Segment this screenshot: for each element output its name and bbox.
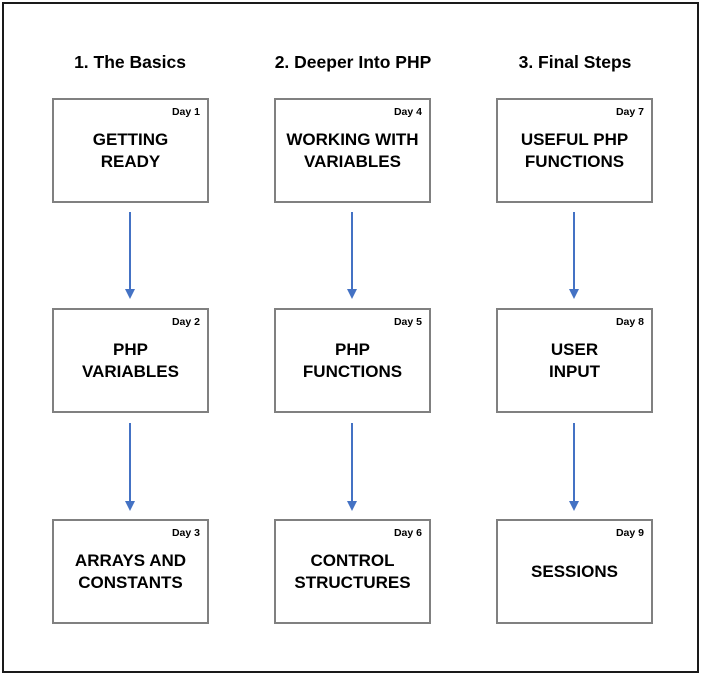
step-box-day-9: Day 9 SESSIONS bbox=[496, 519, 653, 624]
step-label: PHP FUNCTIONS bbox=[302, 339, 403, 381]
day-label: Day 8 bbox=[615, 316, 644, 328]
day-label: Day 4 bbox=[393, 106, 422, 118]
step-label: WORKING WITH VARIABLES bbox=[286, 129, 419, 171]
column-title-basics: 1. The Basics bbox=[74, 52, 186, 72]
step-box-day-3: Day 3 ARRAYS AND CONSTANTS bbox=[52, 519, 209, 624]
step-label: USER INPUT bbox=[549, 339, 600, 381]
step-box-day-8: Day 8 USER INPUT bbox=[496, 308, 653, 413]
step-box-day-5: Day 5 PHP FUNCTIONS bbox=[274, 308, 431, 413]
arrow-head-icon bbox=[569, 501, 579, 511]
day-label: Day 1 bbox=[171, 106, 200, 118]
column-title-deeper: 2. Deeper Into PHP bbox=[274, 52, 432, 72]
step-box-day-6: Day 6 CONTROL STRUCTURES bbox=[274, 519, 431, 624]
arrow-head-icon bbox=[569, 289, 579, 299]
step-label: USEFUL PHP FUNCTIONS bbox=[520, 129, 629, 171]
step-box-day-1: Day 1 GETTING READY bbox=[52, 98, 209, 203]
step-label: SESSIONS bbox=[531, 561, 618, 581]
arrow-head-icon bbox=[347, 289, 357, 299]
step-box-day-4: Day 4 WORKING WITH VARIABLES bbox=[274, 98, 431, 203]
arrow-head-icon bbox=[125, 501, 135, 511]
step-label: GETTING READY bbox=[92, 129, 169, 171]
day-label: Day 9 bbox=[615, 527, 644, 539]
arrow-head-icon bbox=[125, 289, 135, 299]
step-box-day-7: Day 7 USEFUL PHP FUNCTIONS bbox=[496, 98, 653, 203]
step-label: CONTROL STRUCTURES bbox=[294, 550, 411, 592]
step-box-day-2: Day 2 PHP VARIABLES bbox=[52, 308, 209, 413]
day-label: Day 7 bbox=[615, 106, 644, 118]
column-title-final: 3. Final Steps bbox=[518, 52, 632, 72]
day-label: Day 6 bbox=[393, 527, 422, 539]
diagram-frame bbox=[2, 2, 699, 673]
arrow-head-icon bbox=[347, 501, 357, 511]
day-label: Day 2 bbox=[171, 316, 200, 328]
step-label: ARRAYS AND CONSTANTS bbox=[74, 550, 187, 592]
step-label: PHP VARIABLES bbox=[82, 339, 179, 381]
day-label: Day 5 bbox=[393, 316, 422, 328]
day-label: Day 3 bbox=[171, 527, 200, 539]
